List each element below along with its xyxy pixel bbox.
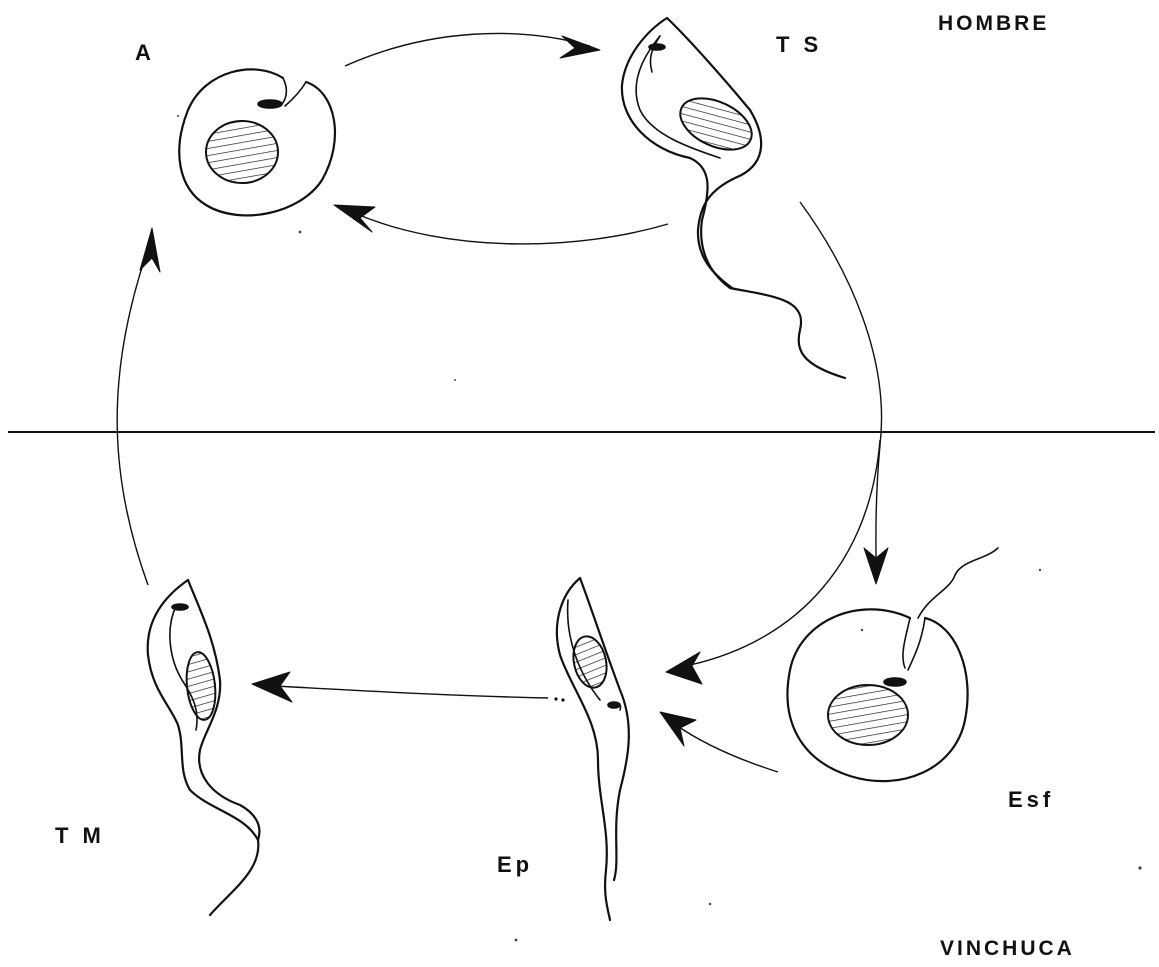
stage-label-epimastigote: Ep xyxy=(497,852,533,877)
blood-trypomastigote-cell xyxy=(622,18,845,378)
stage-label-metacyclic-trypomastigote: T M xyxy=(55,823,105,848)
region-label-host: HOMBRE xyxy=(938,12,1049,35)
spheromastigote-cell xyxy=(788,548,999,781)
arrow-spheromastigote-to-epimastigote xyxy=(660,712,778,772)
amastigote-cell xyxy=(179,69,335,215)
scan-specks xyxy=(177,115,1142,941)
arrow-epimastigote-to-metacyclic xyxy=(252,672,565,702)
epimastigote-cell xyxy=(557,578,629,920)
arrow-cycle-to-epimastigote xyxy=(666,440,880,684)
arrow-amastigote-to-trypomastigote xyxy=(345,33,600,66)
stage-label-spheromastigote: Esf xyxy=(1008,787,1054,812)
region-label-vector: VINCHUCA xyxy=(940,937,1075,960)
metacyclic-trypomastigote-cell xyxy=(148,580,260,915)
arrow-metacyclic-to-amastigote xyxy=(117,228,160,585)
stage-label-amastigote: A xyxy=(135,40,155,65)
stage-label-blood-trypomastigote: T S xyxy=(776,32,822,57)
arrow-trypomastigote-to-spheromastigote xyxy=(800,202,888,584)
arrow-trypomastigote-to-amastigote xyxy=(334,205,668,244)
